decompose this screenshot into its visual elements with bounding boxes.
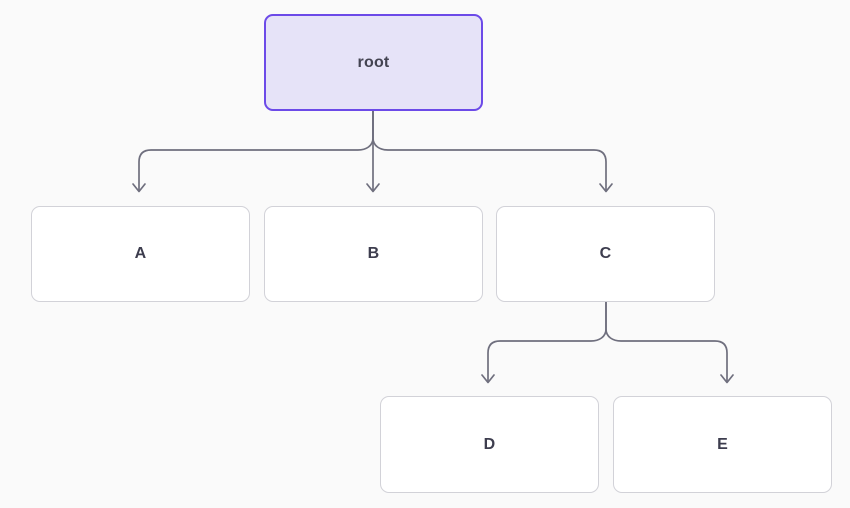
- edge-root-to-c: [372, 110, 613, 193]
- node-d-label: D: [483, 435, 496, 453]
- node-b[interactable]: B: [264, 206, 483, 302]
- node-root-label: root: [357, 53, 390, 71]
- node-e-label: E: [717, 435, 728, 453]
- edge-c-to-e: [605, 301, 734, 384]
- node-d[interactable]: D: [380, 396, 599, 493]
- node-a[interactable]: A: [31, 206, 250, 302]
- node-b-label: B: [367, 245, 380, 262]
- node-a-label: A: [134, 245, 147, 262]
- node-root[interactable]: root: [264, 14, 483, 111]
- edge-root-to-a: [132, 110, 374, 193]
- node-c[interactable]: C: [496, 206, 715, 302]
- node-e[interactable]: E: [613, 396, 832, 493]
- node-c-label: C: [599, 245, 612, 262]
- edge-root-to-b: [366, 110, 380, 193]
- edge-c-to-d: [481, 301, 607, 384]
